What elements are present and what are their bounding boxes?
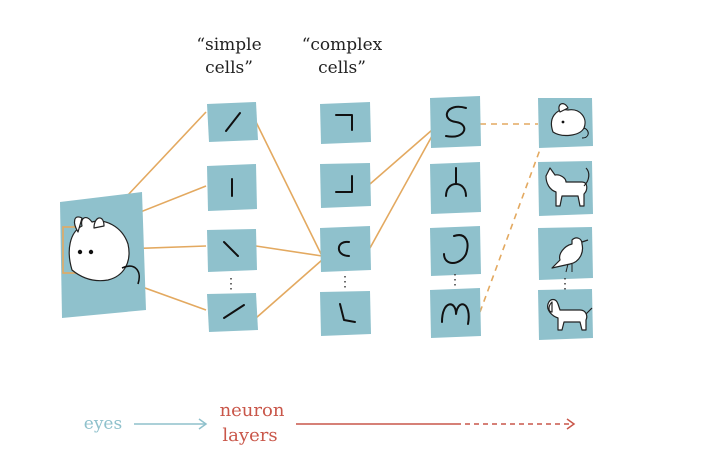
object-ellipsis: ⋮ <box>558 276 572 292</box>
complex-cell-curve <box>320 226 371 272</box>
cat-icon <box>545 167 590 207</box>
complex-cell-corner-bottom <box>320 163 371 208</box>
feature-cell-s-shape <box>430 96 481 148</box>
simple-ellipsis: ⋮ <box>224 276 238 292</box>
simple-cells-column: ⋮ <box>207 102 258 332</box>
feature-column: ⋮ <box>430 96 481 338</box>
simple-cell-backslash <box>207 229 257 272</box>
neuron-layers-label-line2: layers <box>222 425 277 446</box>
simple-cells-label-line2: cells” <box>205 58 253 78</box>
bird-icon <box>551 237 589 273</box>
object-cell-bird <box>538 227 593 280</box>
simple-cell-flat-diagonal <box>207 293 258 332</box>
feature-ellipsis: ⋮ <box>448 272 462 288</box>
eye-panel <box>60 192 146 318</box>
complex-ellipsis: ⋮ <box>338 274 352 290</box>
eyes-arrow <box>134 418 208 430</box>
feature-cell-branch <box>430 162 481 214</box>
object-cell-dog <box>538 289 593 340</box>
simple-cell-vertical <box>207 164 257 211</box>
mouse-icon <box>550 103 589 139</box>
complex-cells-label-line2: cells” <box>318 58 366 78</box>
eyes-label: eyes <box>84 414 122 434</box>
neuron-layers-label-line1: neuron <box>220 400 285 421</box>
complex-cells-label-line1: “complex <box>302 35 383 55</box>
simple-cells-label-line1: “simple <box>196 35 261 55</box>
object-cell-cat <box>538 161 593 216</box>
feature-cell-m-shape <box>430 288 481 338</box>
complex-cells-column: ⋮ <box>320 102 371 336</box>
neuron-layers-arrow <box>296 418 576 430</box>
feature-cell-hook <box>430 226 481 276</box>
dog-icon <box>547 298 593 331</box>
complex-cell-angle <box>320 291 371 336</box>
simple-cell-diagonal <box>207 102 258 142</box>
object-column: ⋮ <box>538 98 593 340</box>
object-cell-mouse <box>538 98 593 148</box>
mouse-icon <box>68 216 140 285</box>
complex-cell-corner-top <box>320 102 371 144</box>
